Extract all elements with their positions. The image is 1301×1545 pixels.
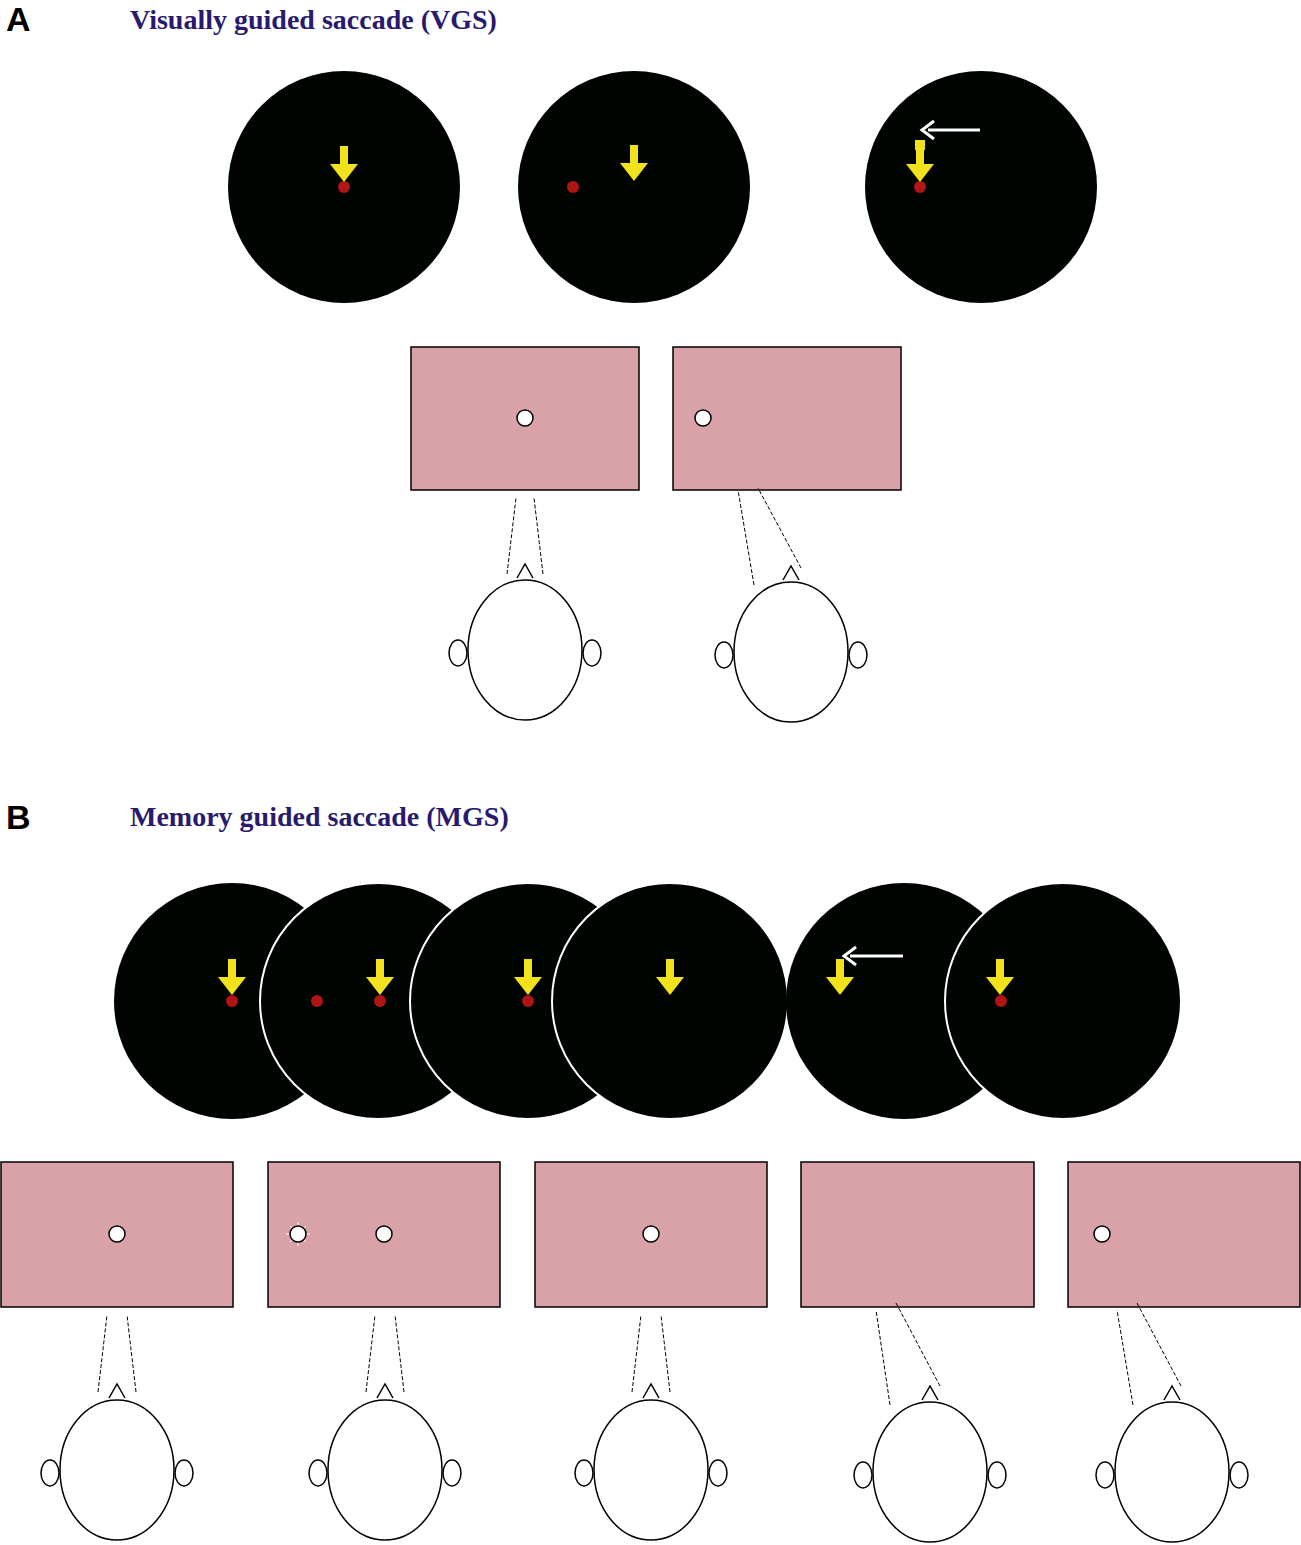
panel-letter: B xyxy=(6,800,31,834)
panel-letter: A xyxy=(6,2,31,36)
panel-heading: Memory guided saccade (MGS) xyxy=(130,803,509,831)
panel-heading: Visually guided saccade (VGS) xyxy=(130,6,497,34)
